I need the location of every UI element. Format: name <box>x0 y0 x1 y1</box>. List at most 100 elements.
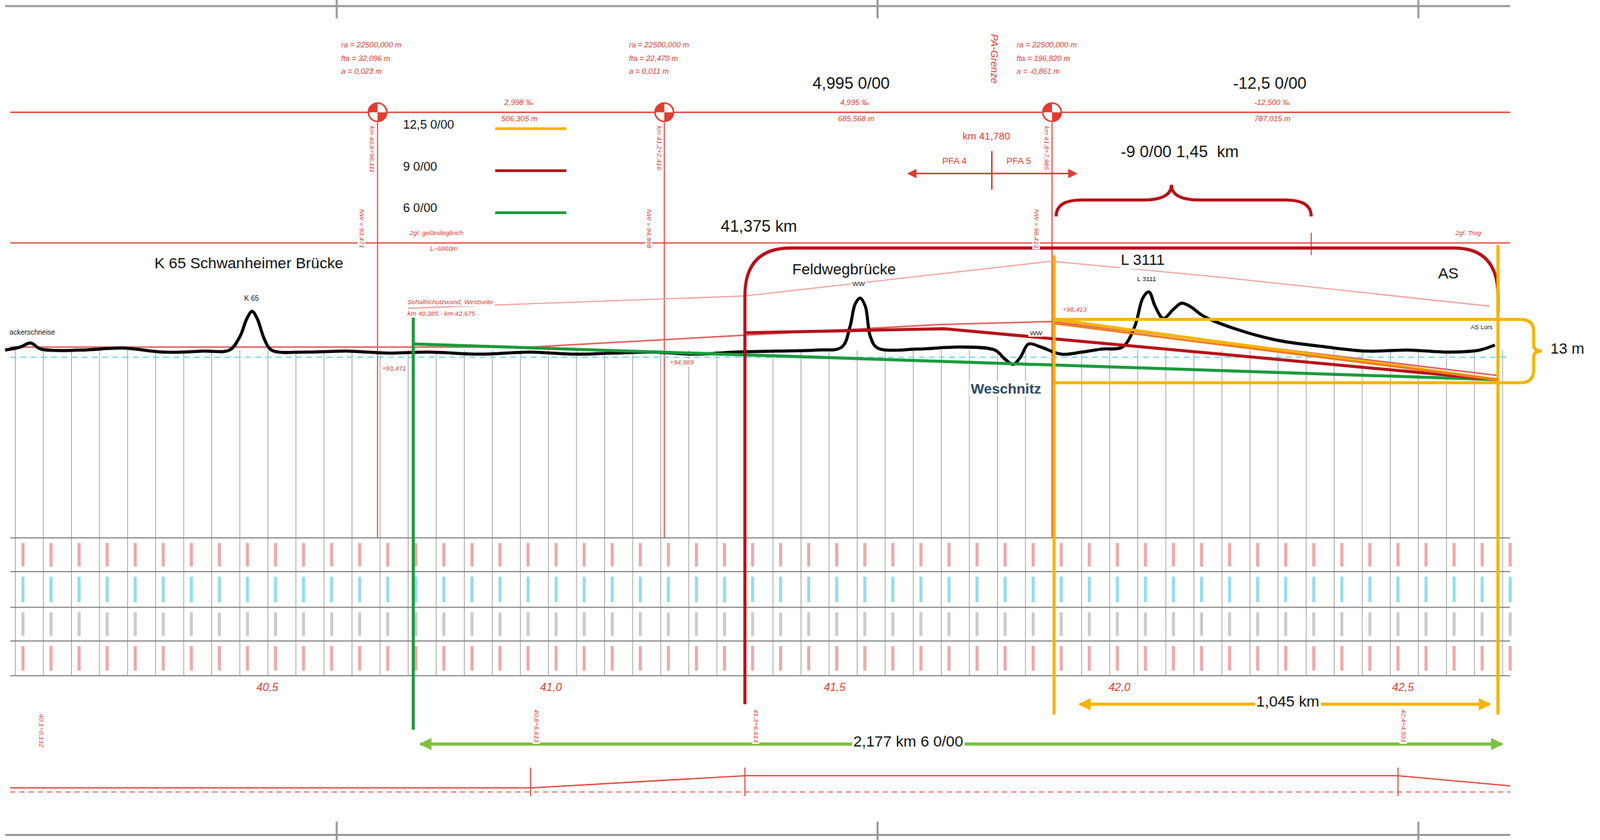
height-brace <box>1520 319 1543 383</box>
band-label: 2gl. Trog <box>1454 229 1483 238</box>
table-cell-mark <box>442 543 446 567</box>
table-cell-mark <box>1031 543 1036 567</box>
table-cell-mark <box>498 543 502 567</box>
gradient-callout: -12,5 0/00 <box>1231 74 1309 93</box>
table-cell-mark <box>1031 646 1036 671</box>
vertex-height: NW = 93,471 <box>358 207 366 250</box>
table-cell-mark <box>1059 646 1063 671</box>
table-cell-mark <box>1312 646 1316 671</box>
table-cell-mark <box>302 576 306 603</box>
table-cell-mark <box>1284 646 1288 671</box>
frame-tick <box>1417 0 1420 19</box>
table-cell-mark <box>1368 543 1372 567</box>
station-line <box>1390 350 1391 677</box>
table-cell-mark <box>947 576 952 603</box>
variant-callout: -9 0/00 1,45 km <box>1119 142 1241 162</box>
table-cell-mark <box>470 612 474 637</box>
curve-parameter: fta = 22,470 m <box>627 54 680 63</box>
table-cell-mark <box>1115 543 1120 567</box>
table-cell-mark <box>1087 612 1092 637</box>
table-cell-mark <box>779 612 783 637</box>
table-cell-mark <box>1424 646 1428 671</box>
table-cell-mark <box>1059 576 1063 603</box>
table-cell-mark <box>302 646 306 671</box>
table-cell-mark <box>302 543 306 567</box>
table-cell-mark <box>638 576 643 603</box>
table-cell-mark <box>666 576 670 603</box>
vertex-quarters <box>655 102 674 122</box>
table-cell-mark <box>1424 576 1428 603</box>
table-cell-mark <box>105 543 110 567</box>
table-cell-mark <box>666 612 670 637</box>
variant-12-5 <box>1054 245 1542 715</box>
station-line <box>716 350 718 677</box>
table-cell-mark <box>21 543 26 567</box>
table-cell-mark <box>189 576 194 603</box>
station-km: 42,0 <box>1106 681 1132 694</box>
height-value: +94,989 <box>668 359 696 367</box>
table-cell-mark <box>891 576 895 603</box>
station-line <box>407 350 409 677</box>
table-row-line <box>10 675 1510 677</box>
table-cell-mark <box>470 646 474 671</box>
table-cell-mark <box>358 543 362 567</box>
frame-tick <box>1417 821 1420 840</box>
table-cell-mark <box>189 612 194 637</box>
table-cell-mark <box>1144 543 1148 567</box>
curve-parameter: fta = 32,096 m <box>340 54 393 63</box>
table-cell-mark <box>386 646 390 671</box>
station-line <box>1137 350 1139 677</box>
station-line <box>14 350 16 677</box>
vertex-quarters <box>1043 102 1062 122</box>
table-cell-mark <box>807 543 811 567</box>
table-cell-mark <box>1340 646 1344 671</box>
table-cell-mark <box>1508 576 1512 603</box>
variant-end-line <box>1496 245 1500 715</box>
table-cell-mark <box>1480 543 1485 567</box>
station-line <box>491 350 493 677</box>
vertex-circle <box>1043 102 1062 122</box>
table-cell-mark <box>498 646 502 671</box>
table-cell-mark <box>891 612 895 637</box>
way-label: WW <box>850 280 866 288</box>
junction-label: AS Lors <box>1469 324 1494 332</box>
table-cell-mark <box>891 543 895 567</box>
table-cell-mark <box>891 646 895 671</box>
table-cell-mark <box>611 646 615 671</box>
curvature-tick <box>530 767 532 796</box>
table-cell-mark <box>245 612 250 637</box>
table-cell-mark <box>1059 543 1063 567</box>
length-dimension: 1,045 km <box>1255 693 1321 711</box>
curve-parameter: ra = 22500,000 m <box>340 40 404 49</box>
station-line <box>43 350 45 677</box>
vertex-circle <box>368 102 387 122</box>
table-cell-mark <box>442 612 446 637</box>
variant-grade-line <box>1054 323 1498 381</box>
gradient-length: 506,305 m <box>499 114 539 123</box>
station-line <box>155 350 156 677</box>
gradient-length: 787,015 m <box>1253 114 1292 123</box>
curve-parameter: ra = 22500,000 m <box>1015 40 1079 49</box>
table-cell-mark <box>49 576 53 603</box>
frame-tick <box>335 821 339 840</box>
table-cell-mark <box>862 646 867 671</box>
station-line <box>688 350 689 677</box>
legend-text: 6 0/00 <box>403 201 437 215</box>
table-cell-mark <box>1200 612 1204 637</box>
table-cell-mark <box>1031 612 1036 637</box>
curve-station: 42,4+4,501 <box>1400 707 1408 744</box>
terrain-line <box>5 291 1496 365</box>
height-dimension: 13 m <box>1549 340 1586 358</box>
station-line <box>1221 350 1223 677</box>
table-cell-mark <box>666 646 670 671</box>
table-cell-mark <box>1508 646 1512 671</box>
station-line <box>632 350 633 677</box>
table-cell-mark <box>695 646 699 671</box>
frame-tick <box>876 0 879 19</box>
legend-entry: 9 0/00 <box>403 160 577 181</box>
table-cell-mark <box>189 543 194 567</box>
table-cell-mark <box>77 543 81 567</box>
table-cell-mark <box>1087 646 1092 671</box>
table-cell-mark <box>526 612 530 637</box>
